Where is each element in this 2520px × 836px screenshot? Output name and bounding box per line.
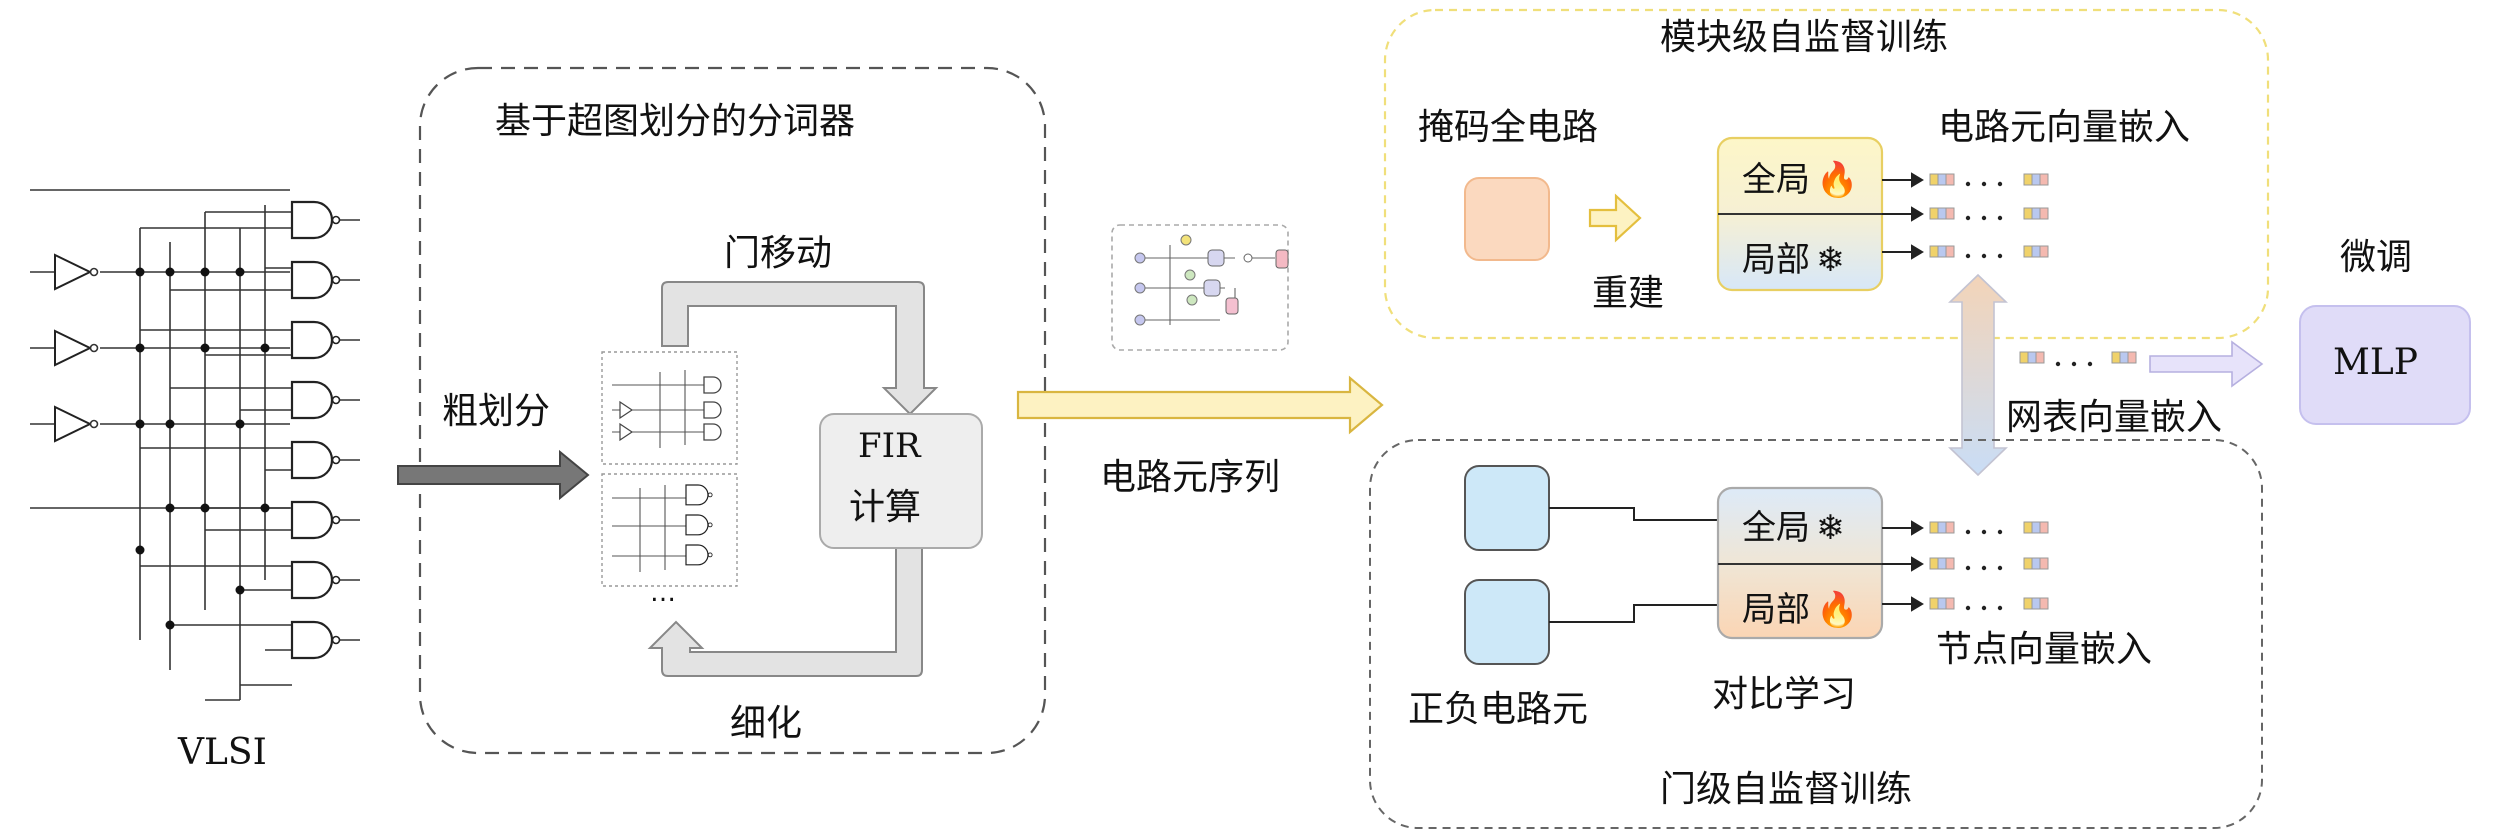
module-local-row: 局部❄ [1742,232,1845,281]
snowflake-icon: ❄ [1816,508,1845,548]
contrastive-label: 对比学习 [1712,674,1857,715]
partition-thumbnail-1 [601,351,738,465]
reconstruct-label: 重建 [1592,273,1665,314]
gate-move-label: 门移动 [724,233,833,274]
module-training-title: 模块级自监督训练 [1660,17,1949,58]
module-local-label: 局部 [1742,240,1810,280]
module-token-rows [1929,173,2049,259]
reconstruct-arrow [1588,193,1642,243]
fir-box [819,413,983,549]
sequence-thumbnail [1111,224,1289,351]
fir-label-line2: 计算 [849,487,922,528]
module-global-label: 全局 [1742,160,1810,200]
vlsi-circuit [30,189,360,701]
gate-global-label: 全局 [1742,508,1810,548]
gate-training-box [1369,439,2263,829]
gate-output-arrows [1882,520,1924,612]
gate-local-row: 局部🔥 [1742,582,1858,631]
module-output-arrows [1882,172,1924,260]
node-embedding-label: 节点向量嵌入 [1936,629,2153,670]
netlist-double-arrow [1948,273,2008,477]
finetune-label: 微调 [2340,237,2413,278]
module-training-box [1383,8,2270,340]
module-global-row: 全局🔥 [1742,152,1858,201]
sequence-arrow [1016,375,1384,435]
refine-label: 细化 [730,703,803,744]
vlsi-label: VLSI [178,732,267,773]
circuit-embedding-label: 电路元向量嵌入 [1938,107,2191,148]
gate-training-title: 门级自监督训练 [1660,769,1913,810]
netlist-embedding-label: 网表向量嵌入 [2006,397,2223,438]
fire-icon: 🔥 [1816,590,1859,630]
snowflake-icon: ❄ [1816,240,1845,280]
positive-block [1464,465,1550,551]
mlp-box [2299,305,2471,425]
mlp-label: MLP [2333,342,2418,383]
fire-icon: 🔥 [1816,160,1859,200]
netlist-token-row [2019,351,2137,367]
move-loop-arrow [661,281,939,416]
coarse-partition-label: 粗划分 [442,391,551,432]
finetune-arrow [2149,340,2264,388]
vlsi-and-gates [290,200,341,660]
pos-neg-label: 正负电路元 [1408,689,1589,730]
gate-local-label: 局部 [1742,590,1810,630]
coarse-partition-arrow [397,449,590,501]
partition-ellipsis: … [650,578,676,608]
vlsi-junction-dots [135,267,270,630]
negative-block [1464,579,1550,665]
gate-token-rows [1929,521,2049,611]
tokenizer-title: 基于超图划分的分词器 [495,101,856,142]
masked-circuit-label: 掩码全电路 [1418,107,1599,148]
partition-thumbnail-2 [601,473,738,587]
refine-loop-arrow [647,547,923,677]
fir-label-line1: FIR [858,426,921,466]
gate-global-row: 全局❄ [1742,500,1845,549]
masked-circuit-block [1464,177,1550,261]
sequence-label: 电路元序列 [1100,457,1281,498]
contrast-wires [1549,507,1718,623]
